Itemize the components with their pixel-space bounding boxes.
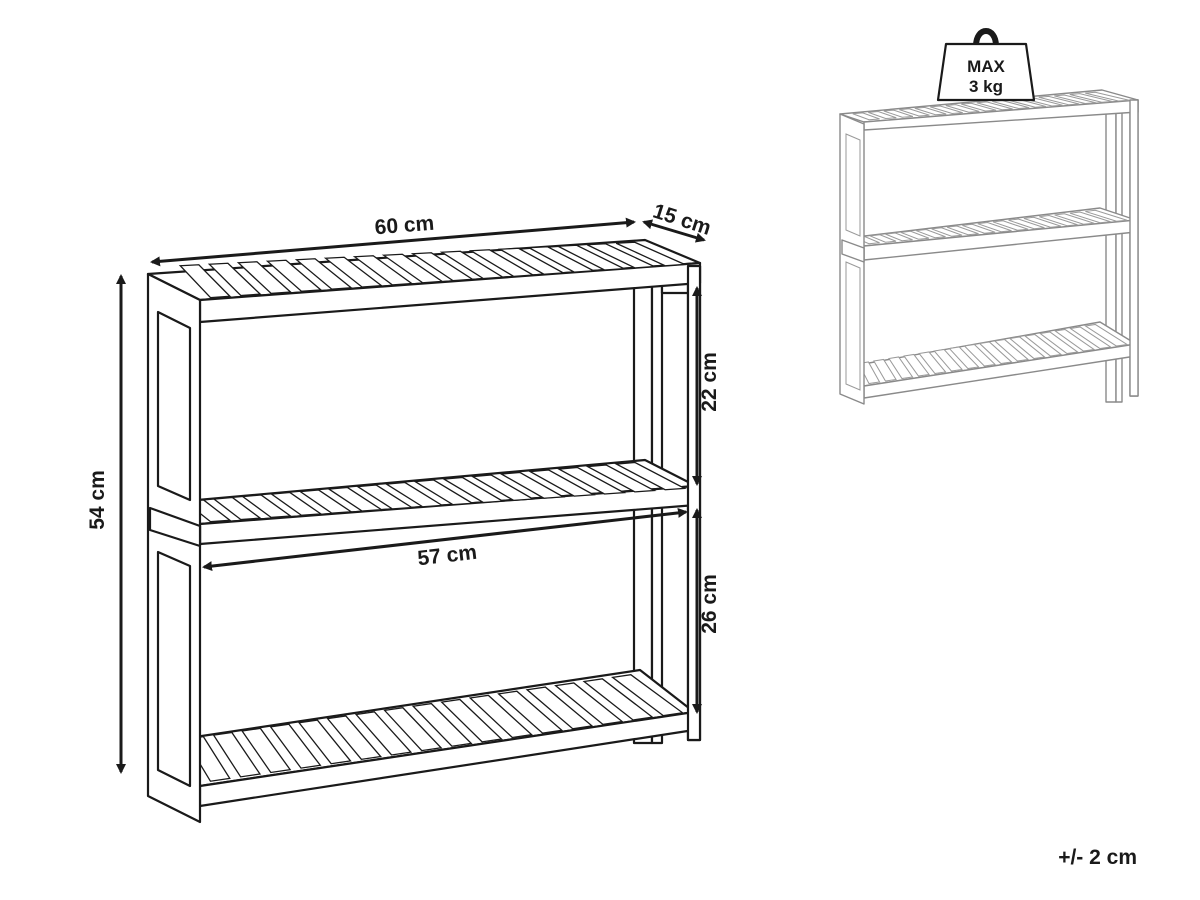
preview-top-slats	[852, 91, 1130, 121]
upper-gap-label: 22 cm	[698, 352, 721, 412]
middle-shelf	[173, 458, 698, 546]
shelf-slat	[931, 227, 963, 237]
shelf-slat	[297, 719, 352, 765]
shelf-slat	[1069, 211, 1111, 224]
shelf-slat	[614, 461, 687, 491]
weight-badge: MAX 3 kg	[936, 28, 1036, 102]
shelf-slat	[1023, 216, 1062, 228]
preview-bottom-slats	[857, 323, 1129, 385]
shelf-slat	[326, 715, 382, 761]
shelf-slat	[962, 223, 996, 234]
shelf-slat	[899, 108, 930, 117]
shelf-slat	[916, 229, 946, 239]
shelf-slat	[945, 104, 980, 113]
shelf-slat	[948, 346, 980, 370]
preview-shelf-drawing	[839, 89, 1139, 405]
shelf-slat	[1039, 215, 1078, 227]
shelf-slat	[1069, 93, 1113, 103]
shelf-slat	[946, 225, 979, 236]
shelf-slat	[963, 343, 997, 367]
shelf-slat	[355, 484, 414, 510]
shelf-slat	[1054, 94, 1096, 105]
bottom-shelf	[173, 668, 696, 808]
shelf-slat	[269, 723, 322, 769]
shelf-slat	[869, 234, 897, 243]
shelf-slat	[1008, 218, 1045, 230]
shelf-slat	[1084, 323, 1129, 347]
shelf-slat	[470, 474, 536, 502]
top-shelf	[146, 238, 702, 324]
inner-width-label: 57 cm	[416, 541, 478, 571]
shelf-slat	[883, 109, 914, 118]
shelf-slat	[1069, 326, 1112, 350]
shelf-slat	[384, 481, 445, 508]
shelf-slat	[914, 106, 947, 116]
shelf-slat	[873, 358, 897, 382]
shelf-slat	[585, 464, 657, 493]
dimension-arrows	[116, 217, 706, 774]
shelf-slat	[240, 727, 292, 774]
shelf-slat	[900, 230, 930, 240]
shelf-slat	[1054, 213, 1095, 225]
shelf-slat	[556, 466, 627, 495]
shelf-slat	[413, 479, 475, 506]
inner-width-arrow	[202, 507, 688, 572]
depth-arrow	[642, 219, 706, 243]
shelf-slat	[554, 682, 624, 726]
shelf-slat	[582, 678, 654, 721]
shelf-slat	[610, 674, 685, 717]
shelf-slat	[903, 353, 930, 377]
shelf-slat	[930, 105, 963, 115]
shelf-slat	[1038, 331, 1079, 355]
shelf-slat	[977, 222, 1012, 233]
weight-max-label: MAX	[967, 57, 1005, 76]
lower-gap-label: 26 cm	[698, 574, 721, 634]
shelf-slat	[212, 731, 262, 778]
shelf-slat	[976, 101, 1013, 111]
dimension-labels: 60 cm 15 cm 54 cm 57 cm 22 cm 26 cm	[86, 200, 721, 634]
shelf-slat	[441, 476, 505, 504]
shelf-slat	[354, 711, 413, 756]
shelf-slat	[1023, 333, 1063, 357]
shelf-slat	[497, 690, 564, 734]
width-arrow	[150, 217, 636, 267]
bottom-shelf-slats	[184, 674, 685, 782]
shelf-slat	[1054, 328, 1096, 352]
shelf-slat	[1085, 91, 1130, 102]
shelf-slat	[1085, 209, 1128, 222]
weight-icon	[936, 42, 1036, 102]
shelf-slat	[993, 338, 1030, 362]
left-side-frame	[146, 272, 202, 824]
shelf-slat	[440, 698, 503, 743]
shelf-slat	[992, 220, 1029, 231]
shelf-slat	[885, 232, 913, 242]
tolerance-note: +/- 2 cm	[1058, 846, 1137, 869]
shelf-slat	[868, 110, 897, 120]
shelf-slat	[961, 102, 997, 112]
shelf-slat	[528, 469, 596, 497]
shelf-slat	[468, 694, 534, 739]
main-shelf-drawing	[146, 238, 702, 824]
preview-middle-slats	[852, 209, 1128, 245]
shelf-slat	[383, 707, 443, 752]
shelf-slat	[1038, 95, 1080, 106]
shelf-slat	[978, 341, 1013, 365]
shelf-slat	[525, 686, 594, 730]
shelf-slat	[499, 471, 566, 499]
shelf-slat	[852, 112, 880, 121]
shelf-slat	[411, 702, 473, 747]
weight-kg-label: 3 kg	[969, 77, 1003, 96]
shelf-slat	[918, 351, 947, 375]
shelf-slat	[888, 356, 914, 380]
width-label: 60 cm	[374, 212, 435, 240]
shelf-slat	[1008, 336, 1046, 360]
shelf-slat	[933, 348, 964, 372]
weight-handle-icon	[973, 28, 999, 47]
height-label: 54 cm	[86, 470, 109, 530]
